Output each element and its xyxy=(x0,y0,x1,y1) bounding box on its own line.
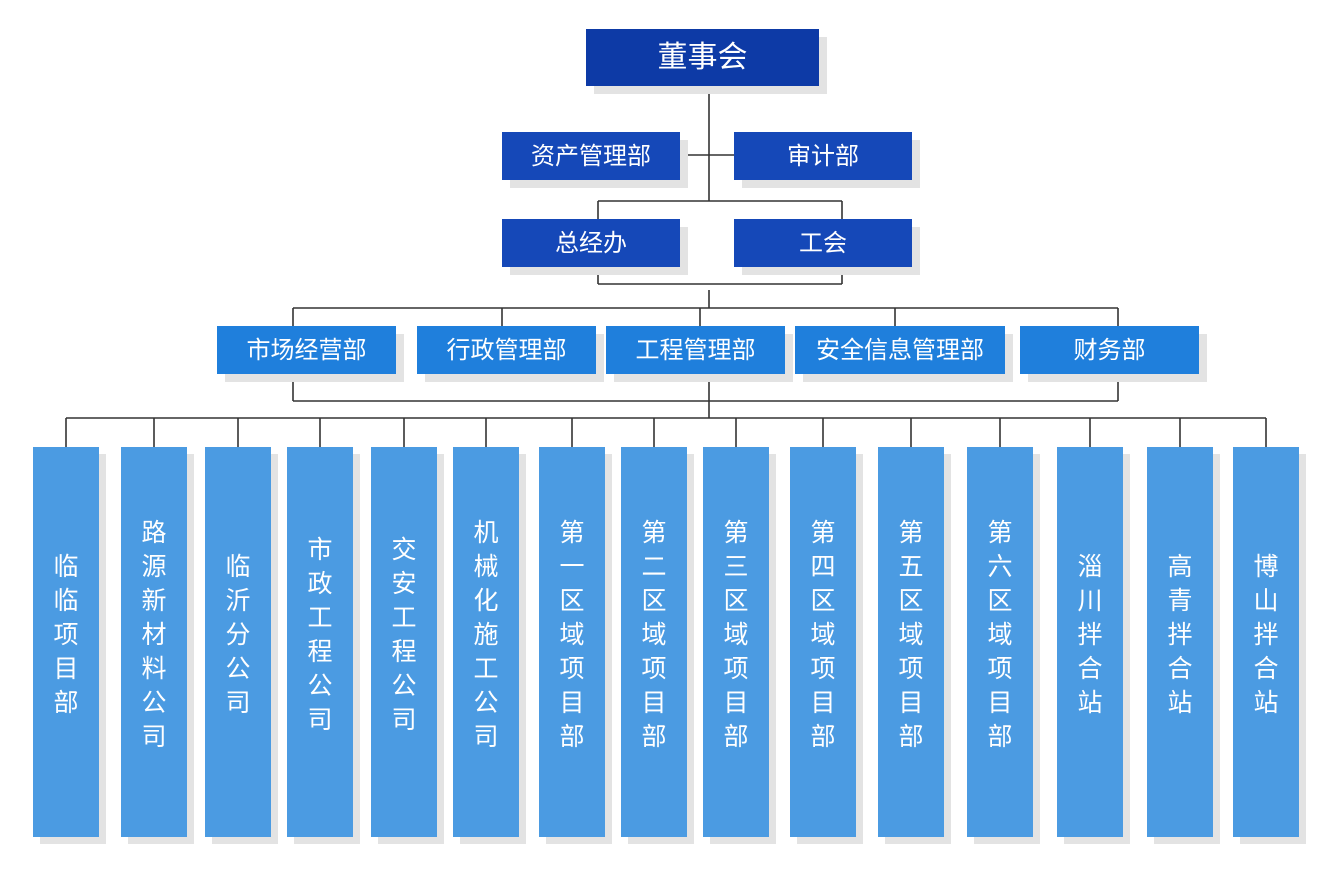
department-box-3 xyxy=(606,326,785,374)
unit-box-13 xyxy=(1057,447,1123,837)
unit-box-6 xyxy=(453,447,519,837)
unit-box-2-label: 路源新材料公司 xyxy=(141,518,166,751)
unit-box-3 xyxy=(205,447,271,837)
unit-box-10 xyxy=(790,447,856,837)
board-office-box-2-label: 审计部 xyxy=(787,142,859,170)
unit-box-7-label: 第一区域项目部 xyxy=(559,518,584,751)
unit-box-13-label: 淄川拌合站 xyxy=(1077,552,1102,717)
unit-box-12 xyxy=(967,447,1033,837)
unit-box-15-label: 博山拌合站 xyxy=(1253,552,1278,717)
department-box-4-label: 安全信息管理部 xyxy=(816,336,984,364)
unit-box-14 xyxy=(1147,447,1213,837)
unit-box-1-label: 临临项目部 xyxy=(53,552,78,717)
unit-box-4 xyxy=(287,447,353,837)
board-office-box-1-label: 资产管理部 xyxy=(531,142,651,170)
unit-box-11-label: 第五区域项目部 xyxy=(898,518,923,751)
department-box-1-label: 市场经营部 xyxy=(247,336,367,364)
unit-box-11 xyxy=(878,447,944,837)
unit-box-9-label: 第三区域项目部 xyxy=(723,518,748,751)
executive-office-box-1-label: 总经办 xyxy=(555,229,627,257)
unit-box-7 xyxy=(539,447,605,837)
unit-box-5 xyxy=(371,447,437,837)
department-box-4 xyxy=(795,326,1005,374)
department-box-1 xyxy=(217,326,396,374)
executive-office-box-2-label: 工会 xyxy=(799,229,847,257)
unit-box-2 xyxy=(121,447,187,837)
board-box xyxy=(586,29,819,86)
board-box-label: 董事会 xyxy=(658,40,748,75)
department-box-5-label: 财务部 xyxy=(1074,336,1146,364)
unit-box-5-label: 交安工程公司 xyxy=(391,535,416,734)
unit-box-8-label: 第二区域项目部 xyxy=(641,518,666,751)
unit-box-9 xyxy=(703,447,769,837)
executive-office-box-2 xyxy=(734,219,912,267)
unit-box-10-label: 第四区域项目部 xyxy=(810,518,835,751)
unit-box-3-label: 临沂分公司 xyxy=(225,552,250,717)
board-office-box-2 xyxy=(734,132,912,180)
department-box-2 xyxy=(417,326,596,374)
unit-box-15 xyxy=(1233,447,1299,837)
executive-office-box-1 xyxy=(502,219,680,267)
unit-box-12-label: 第六区域项目部 xyxy=(987,518,1012,751)
department-box-3-label: 工程管理部 xyxy=(636,336,756,364)
department-box-2-label: 行政管理部 xyxy=(447,336,567,364)
department-box-5 xyxy=(1020,326,1199,374)
connector-lines xyxy=(65,86,1267,447)
board-office-box-1 xyxy=(502,132,680,180)
unit-box-14-label: 高青拌合站 xyxy=(1167,552,1192,717)
unit-box-4-label: 市政工程公司 xyxy=(307,535,332,734)
unit-box-1 xyxy=(33,447,99,837)
unit-box-8 xyxy=(621,447,687,837)
unit-box-6-label: 机械化施工公司 xyxy=(473,518,498,751)
